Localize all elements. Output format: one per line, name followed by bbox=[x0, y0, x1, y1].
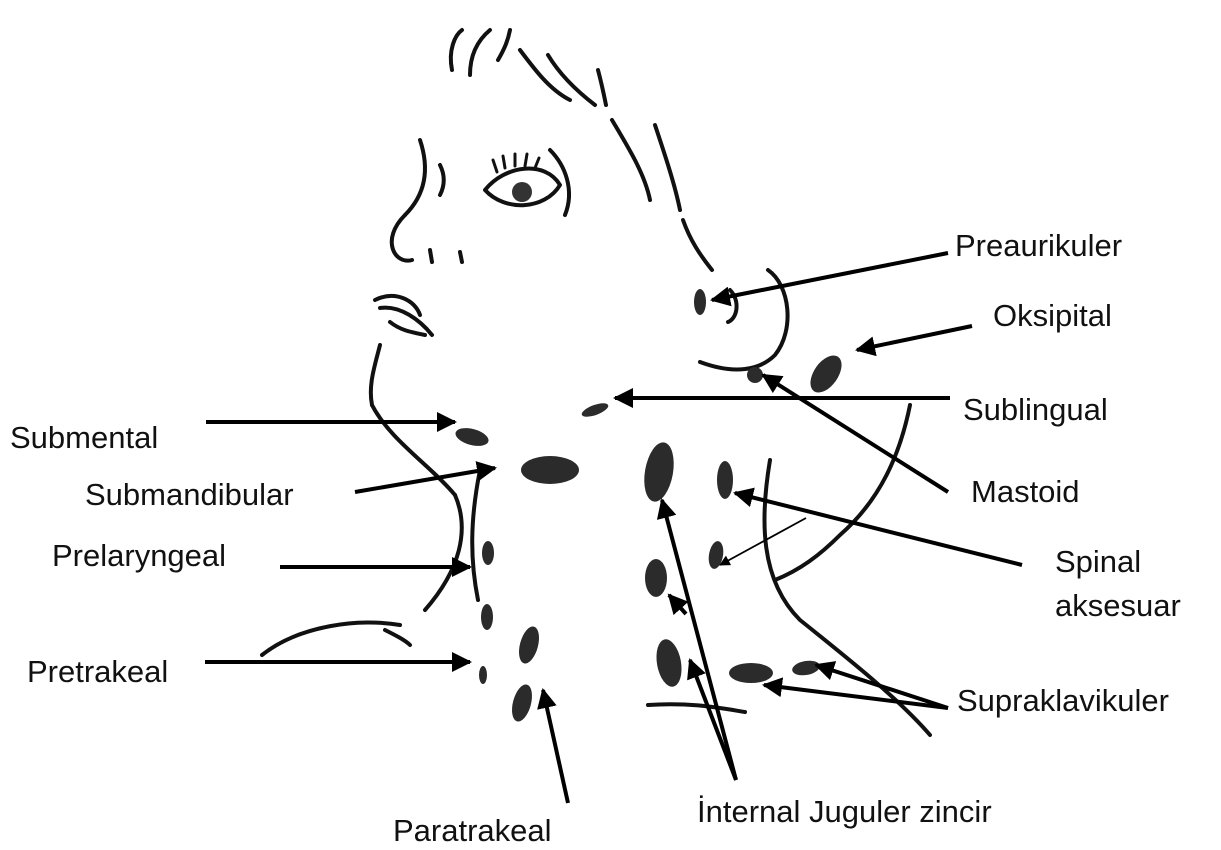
label-internal-juguler: İnternal Juguler zincir bbox=[697, 796, 992, 827]
arrow-oksipital bbox=[857, 326, 972, 350]
label-spinal: Spinal bbox=[1055, 546, 1141, 577]
label-preaurikuler: Preaurikuler bbox=[955, 230, 1122, 261]
oksipital-node bbox=[804, 350, 848, 398]
label-mastoid: Mastoid bbox=[971, 476, 1080, 507]
pointer-arrows bbox=[205, 253, 1022, 803]
submandibular-node bbox=[521, 456, 579, 484]
label-submental: Submental bbox=[10, 422, 158, 453]
preaurikuler-node bbox=[694, 289, 706, 315]
internal-juguler-node bbox=[653, 637, 685, 688]
prelaryngeal-node bbox=[482, 541, 494, 565]
mastoid-node bbox=[747, 367, 763, 383]
label-sublingual: Sublingual bbox=[963, 394, 1108, 425]
pretrakeal-node bbox=[481, 604, 493, 630]
label-submandibular: Submandibular bbox=[85, 479, 294, 510]
arrow-submandibular bbox=[355, 468, 495, 492]
label-paratrakeal: Paratrakeal bbox=[393, 815, 552, 846]
label-supraklavikuler: Supraklavikuler bbox=[957, 685, 1169, 716]
arrow-internal-juguler bbox=[662, 500, 736, 780]
arrow-mastoid bbox=[763, 375, 948, 492]
supraklavikuler-node bbox=[791, 659, 821, 678]
sublingual-node bbox=[580, 401, 610, 420]
arrow-supraklavikuler bbox=[764, 685, 948, 708]
spinal-aksesuar-node bbox=[707, 540, 726, 570]
ear bbox=[700, 270, 788, 369]
label-aksesuar: aksesuar bbox=[1055, 590, 1181, 621]
internal-juguler-node bbox=[645, 559, 667, 597]
arrow-paratrakeal bbox=[543, 690, 568, 803]
label-pretrakeal: Pretrakeal bbox=[27, 656, 168, 687]
paratrakeal-node bbox=[508, 682, 535, 723]
face-outline bbox=[262, 140, 462, 655]
label-prelaryngeal: Prelaryngeal bbox=[52, 540, 226, 571]
arrow-preaurikuler bbox=[712, 253, 948, 300]
paratrakeal-node bbox=[515, 624, 542, 665]
pretrakeal-node bbox=[479, 666, 487, 684]
eye bbox=[440, 150, 569, 215]
label-oksipital: Oksipital bbox=[993, 300, 1112, 331]
internal-juguler-node bbox=[640, 440, 678, 504]
arrow-internal-juguler bbox=[690, 660, 736, 780]
hair-outline bbox=[451, 30, 712, 270]
spinal-aksesuar-node bbox=[717, 461, 733, 499]
supraklavikuler-node bbox=[729, 663, 773, 683]
submental-node bbox=[454, 425, 491, 449]
arrow-internal-juguler bbox=[669, 595, 686, 614]
